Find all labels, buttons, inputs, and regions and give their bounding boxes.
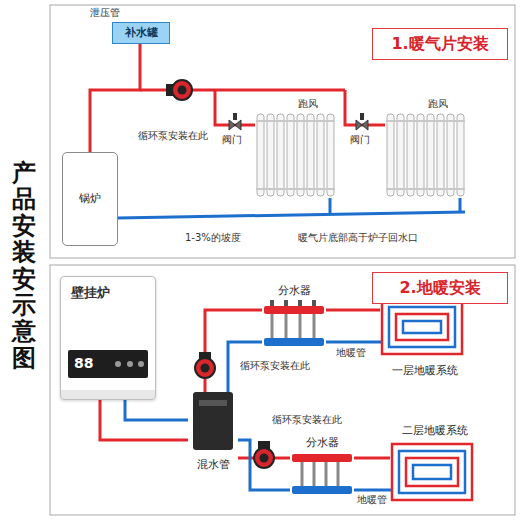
pipe-label: 地暖管 — [357, 494, 387, 507]
pump-note: 循环泵安装在此 — [240, 360, 310, 373]
node-text: 混水管 — [197, 458, 230, 472]
display-icon — [127, 361, 133, 367]
node-text: 二层地暖系统 — [402, 424, 468, 438]
mixing-pipe: 混水管 — [188, 392, 238, 472]
floor-coil — [382, 300, 472, 500]
return-pipe — [125, 342, 392, 490]
node-text: 1.暖气片安装 — [391, 34, 488, 54]
supply-pipe — [326, 309, 380, 312]
panel-frame — [50, 265, 515, 515]
boiler-display — [68, 350, 148, 378]
node-text: 补水罐 — [125, 26, 158, 40]
part-label: 阀门 — [350, 134, 370, 147]
node-text: 壁挂炉 — [71, 285, 145, 301]
manifold: 分水器 — [290, 436, 354, 502]
section-title-box: 1.暖气片安装 — [372, 28, 508, 60]
return-pipe — [118, 198, 465, 218]
mixing-pipe-body — [193, 392, 233, 450]
radiator-symbol — [257, 114, 464, 196]
part-label: 泄压管 — [90, 7, 120, 20]
node-text: 分水器 — [278, 284, 311, 298]
pump-symbol — [166, 80, 192, 100]
boiler-body — [61, 277, 155, 399]
wall-boiler-box: 壁挂炉 — [60, 276, 156, 400]
panel-frame — [50, 5, 515, 258]
diagram-title: 产品安装安示意图 — [12, 160, 36, 371]
pump-symbol — [254, 441, 274, 468]
radiator-header — [256, 121, 465, 189]
pump-symbol — [195, 352, 215, 378]
pump-note: 循环泵安装在此 — [272, 414, 342, 427]
slope-note: 1-3%的坡度 — [185, 232, 241, 245]
node-text: 分水器 — [306, 436, 339, 450]
section-title-box: 2.地暖安装 — [372, 272, 508, 304]
boiler-base — [61, 390, 155, 399]
tank-box: 补水罐 — [112, 22, 170, 44]
boiler-box: 锅炉 — [62, 152, 118, 246]
display-icon — [115, 361, 121, 367]
supply-pipe — [354, 457, 390, 460]
floor-system: 一层地暖系统 — [380, 300, 470, 378]
node-text: 2.地暖安装 — [399, 278, 480, 298]
supply-pipe — [90, 44, 140, 152]
pump-note: 循环泵安装在此 — [138, 130, 208, 143]
supply-pipe — [205, 310, 262, 392]
install-note: 暖气片底部高于炉子回水口 — [298, 232, 418, 245]
supply-pipe — [100, 400, 188, 440]
manifold-symbol — [264, 300, 352, 494]
pipe-label: 地暖管 — [336, 347, 366, 360]
display-icon — [138, 361, 144, 367]
part-label: 跑风 — [298, 98, 318, 111]
floor-system: 二层地暖系统 — [390, 424, 480, 504]
node-text: 锅炉 — [79, 192, 101, 206]
display-digits: 88 — [74, 355, 93, 373]
part-label: 跑风 — [428, 98, 448, 111]
mixing-pipe-band — [199, 400, 227, 406]
manifold: 分水器 — [262, 284, 326, 352]
part-label: 阀门 — [222, 134, 242, 147]
node-text: 一层地暖系统 — [392, 364, 458, 378]
